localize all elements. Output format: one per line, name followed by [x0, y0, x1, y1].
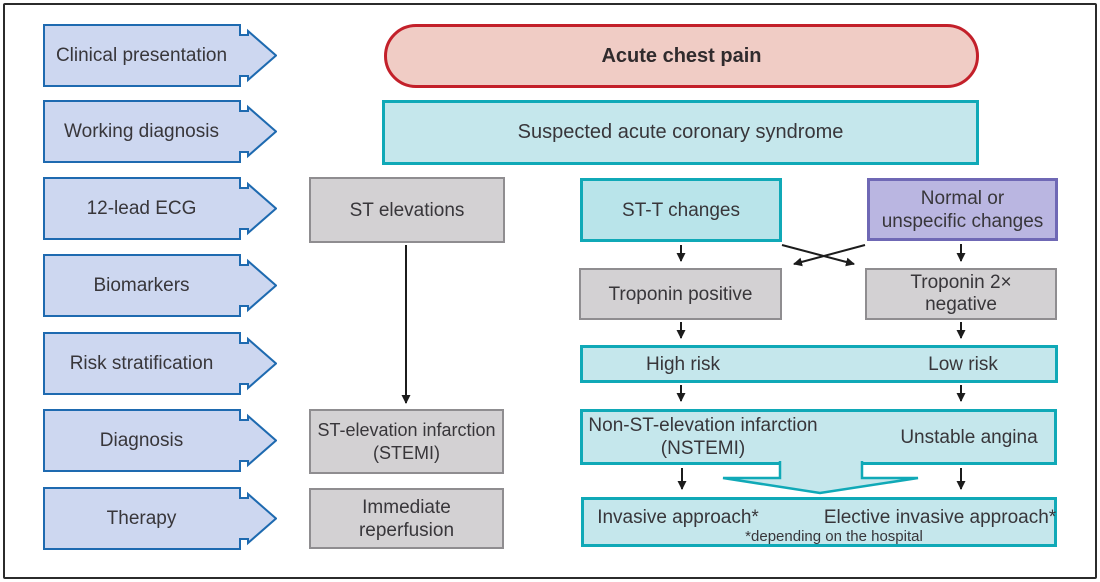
row-label-text: Therapy: [106, 507, 177, 529]
right-block-arrow-shape: [43, 487, 277, 550]
troponin-negative-line1: Troponin 2×: [910, 272, 1012, 293]
low-risk-label: Low risk: [928, 353, 998, 375]
right-block-arrow-shape: [43, 409, 277, 472]
right-block-arrow-shape: [43, 177, 277, 240]
nstemi-label: Non-ST-elevation infarction (NSTEMI): [585, 412, 821, 462]
row-label-clinical-presentation: Clinical presentation: [43, 24, 277, 87]
high-risk-label: High risk: [646, 353, 720, 375]
st-elevations-box: ST elevations: [309, 177, 505, 243]
nstemi-line1: Non-ST-elevation infarction: [588, 415, 818, 436]
approach-box: Invasive approach* Elective invasive app…: [581, 497, 1057, 547]
normal-changes-line2: unspecific changes: [881, 210, 1044, 232]
reperfusion-line1: Immediate: [362, 496, 451, 518]
stemi-line2: (STEMI): [373, 442, 440, 463]
acute-chest-pain-box: Acute chest pain: [384, 24, 979, 88]
row-label-text: 12-lead ECG: [86, 197, 197, 219]
suspected-acs-box: Suspected acute coronary syndrome: [382, 100, 979, 165]
row-label-risk-stratification: Risk stratification: [43, 332, 277, 395]
nstemi-line2: (NSTEMI): [660, 438, 746, 459]
elective-invasive-approach-label: Elective invasive approach*: [823, 506, 1057, 528]
invasive-approach-label: Invasive approach*: [597, 506, 759, 528]
row-label-diagnosis: Diagnosis: [43, 409, 277, 472]
row-label-text: Working diagnosis: [64, 120, 219, 142]
unstable-angina-label: Unstable angina: [900, 426, 1038, 448]
row-label-text: Clinical presentation: [55, 44, 228, 66]
risk-bar: High risk Low risk: [580, 345, 1058, 383]
immediate-reperfusion-box: Immediate reperfusion: [309, 488, 504, 549]
reperfusion-line2: reperfusion: [358, 519, 455, 541]
troponin-negative-line2: negative: [925, 294, 997, 315]
row-label-12-lead-ecg: 12-lead ECG: [43, 177, 277, 240]
footnote-label: *depending on the hospital: [745, 527, 923, 545]
row-label-text: Biomarkers: [93, 274, 190, 296]
st-t-changes-box: ST-T changes: [580, 178, 782, 242]
row-label-therapy: Therapy: [43, 487, 277, 550]
right-block-arrow-shape: [43, 100, 277, 163]
stemi-box: ST-elevation infarction (STEMI): [309, 409, 504, 474]
right-block-arrow-shape: [43, 24, 277, 87]
figure-frame: [3, 3, 1097, 579]
row-label-biomarkers: Biomarkers: [43, 254, 277, 317]
row-label-text: Diagnosis: [99, 429, 184, 451]
row-label-working-diagnosis: Working diagnosis: [43, 100, 277, 163]
troponin-positive-box: Troponin positive: [579, 268, 782, 320]
normal-unspecific-changes-box: Normal or unspecific changes: [867, 178, 1058, 241]
stemi-line1: ST-elevation infarction: [317, 419, 496, 440]
normal-changes-line1: Normal or: [920, 187, 1005, 209]
row-label-text: Risk stratification: [69, 352, 214, 374]
nstemi-unstable-angina-box: Non-ST-elevation infarction (NSTEMI) Uns…: [580, 409, 1057, 465]
troponin-negative-box: Troponin 2× negative: [865, 268, 1057, 320]
right-block-arrow-shape: [43, 332, 277, 395]
right-block-arrow-shape: [43, 254, 277, 317]
